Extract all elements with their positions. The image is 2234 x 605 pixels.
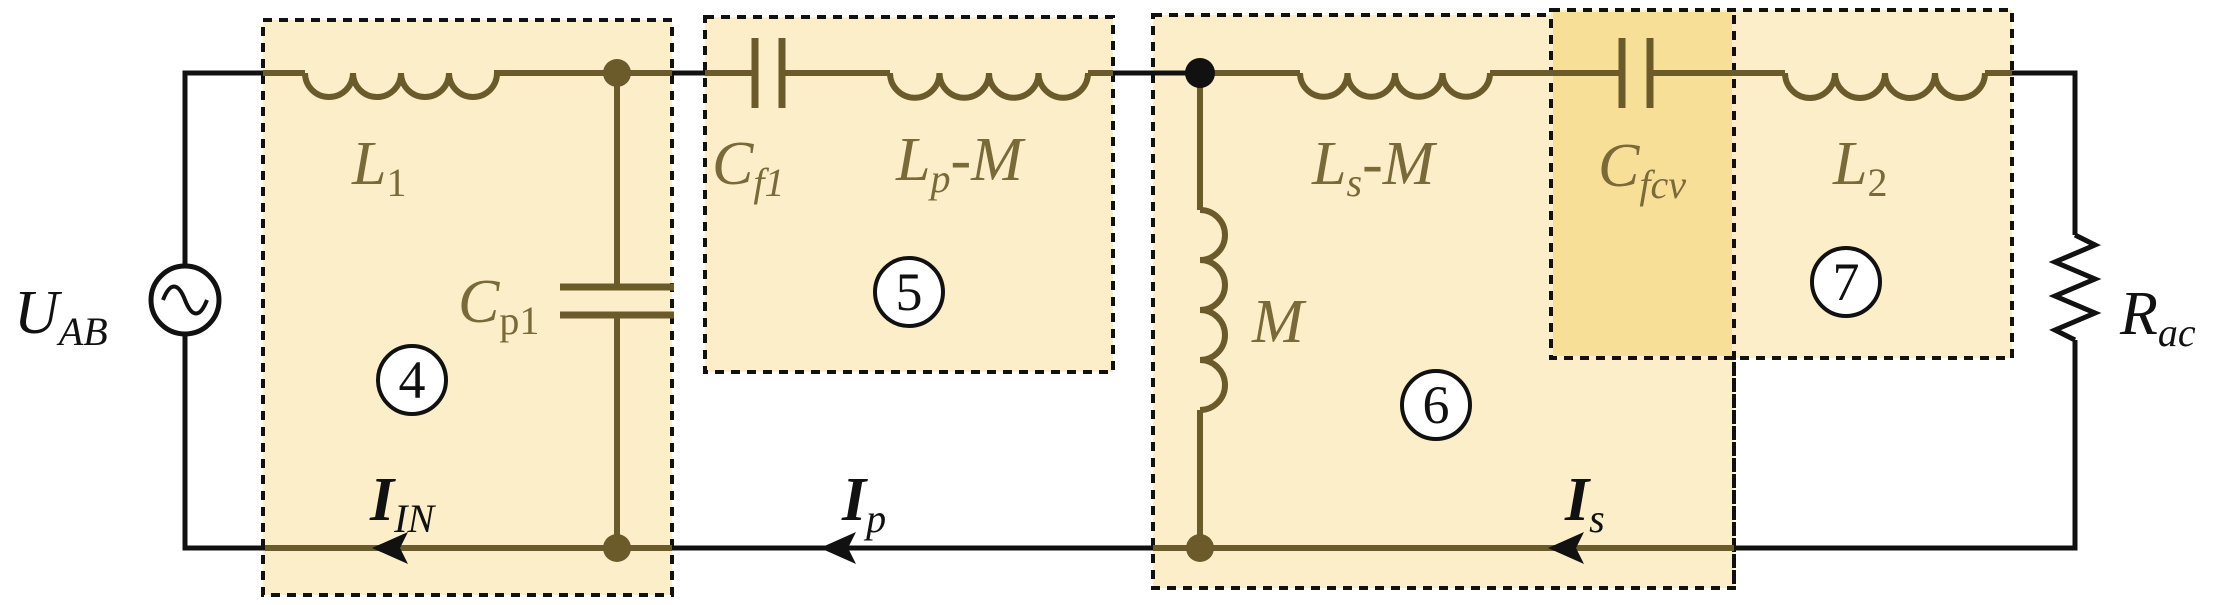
inductor-l1-icon xyxy=(302,70,500,100)
label-l1: L1 xyxy=(351,130,406,205)
label-iin: IIN xyxy=(369,466,436,541)
arrow-iin-icon xyxy=(372,532,408,564)
arrow-ip-icon xyxy=(820,532,856,564)
junction-cp1-bottom xyxy=(603,534,631,562)
wire-right-loop xyxy=(1734,70,2078,551)
label-lp-m: Lp-M xyxy=(895,126,1026,201)
inductor-m-icon xyxy=(1199,207,1228,413)
capacitor-cp1-icon xyxy=(560,283,674,319)
region-7-marker: 7 xyxy=(1810,246,1882,318)
region-4-marker: 4 xyxy=(376,344,448,416)
inductor-ls-m-icon xyxy=(1297,72,1493,100)
label-ip: Ip xyxy=(841,466,886,541)
label-cfcv: Cfcv xyxy=(1598,132,1686,207)
junction-dots xyxy=(603,58,1215,562)
label-rac: Rac xyxy=(2119,280,2196,355)
arrow-is-icon xyxy=(1548,532,1584,564)
region-5-number: 5 xyxy=(896,262,923,322)
region-5-marker: 5 xyxy=(873,256,945,328)
junction-m-top xyxy=(1185,58,1215,88)
label-cf1: Cf1 xyxy=(712,130,784,205)
inductor-lp-m-icon xyxy=(887,72,1091,101)
region-4 xyxy=(261,18,674,597)
junction-l1-cp1 xyxy=(603,59,631,87)
junction-m-bottom xyxy=(1186,534,1214,562)
capacitor-cfcv-icon xyxy=(1618,38,1654,108)
label-source: UAB xyxy=(14,279,108,354)
label-cp1: Cp1 xyxy=(458,268,539,343)
inductor-l2-icon xyxy=(1782,72,1988,101)
label-l2: L2 xyxy=(1832,130,1887,205)
region-overlap-6-7 xyxy=(1553,12,1736,588)
label-is: Is xyxy=(1564,466,1605,541)
capacitor-cf1-icon xyxy=(751,38,786,108)
region-6-number: 6 xyxy=(1423,375,1450,435)
resistor-rac-icon xyxy=(2048,232,2102,343)
label-ls-m: Ls-M xyxy=(1311,130,1438,205)
ac-source-icon xyxy=(148,263,222,337)
label-m: M xyxy=(1251,288,1307,356)
region-6-marker: 6 xyxy=(1400,369,1472,441)
region-4-number: 4 xyxy=(399,350,426,410)
region-7-number: 7 xyxy=(1833,252,1860,312)
